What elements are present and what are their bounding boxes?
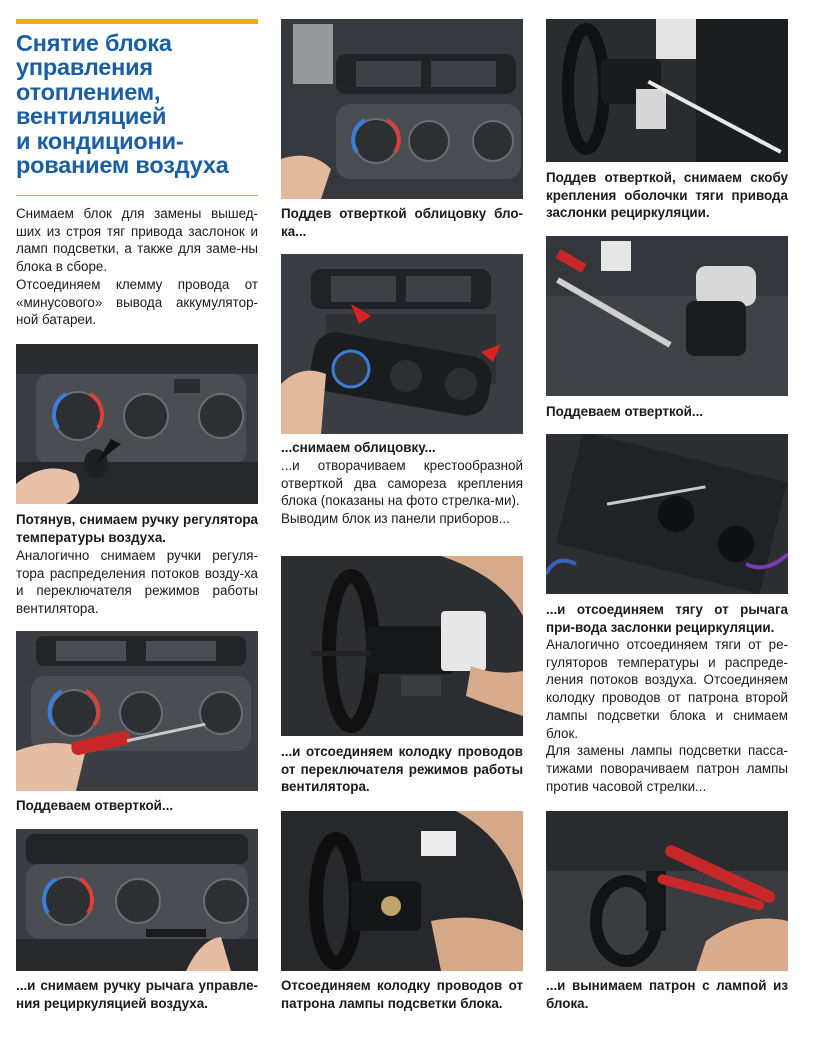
- caption-3-title: ...и снимаем ручку рычага управле-ния ре…: [16, 978, 258, 1011]
- photo-fan-switch-connector: [281, 556, 523, 736]
- title-top-rule: [16, 19, 258, 24]
- caption-5-title: ...снимаем облицовку...: [281, 440, 436, 455]
- photo-remove-temp-knob: [16, 344, 258, 504]
- caption-11-title: ...и вынимаем патрон с лампой из блока.: [546, 978, 788, 1011]
- title-bottom-rule: [16, 195, 258, 196]
- caption-7-title: Отсоединяем колодку проводов от патрона …: [281, 978, 523, 1011]
- caption-6-title: ...и отсоединяем колодку проводов от пер…: [281, 744, 523, 795]
- intro-paragraph: Снимаем блок для замены вышед-ших из стр…: [16, 206, 258, 275]
- title-line: вентиляцией: [16, 103, 167, 130]
- photo-recirc-lever-knob: [16, 829, 258, 971]
- caption-1-title: Потянув, снимаем ручку регулятора темпер…: [16, 512, 258, 545]
- page-title: Снятие блока управления отоплением, вент…: [16, 31, 256, 177]
- caption-5-paragraph: Выводим блок из панели приборов...: [281, 511, 510, 527]
- caption-10-paragraph: Аналогично отсоединяем тяги от ре-гулято…: [546, 637, 788, 741]
- title-line: рованием воздуха: [16, 152, 229, 179]
- caption-10-text: Аналогично отсоединяем тяги от ре-гулято…: [546, 636, 788, 795]
- caption-1-text: Аналогично снимаем ручки регуля-тора рас…: [16, 548, 258, 617]
- intro-text: Снимаем блок для замены вышед-ших из стр…: [16, 205, 258, 329]
- caption-8-title: Поддев отверткой, снимаем скобу креплени…: [546, 170, 788, 221]
- title-line: отоплением,: [16, 78, 161, 105]
- caption-4-title: Поддев отверткой облицовку бло-ка...: [281, 206, 523, 239]
- photo-pry-rod: [546, 236, 788, 396]
- photo-lamp-connector: [281, 811, 523, 971]
- caption-10-paragraph: Для замены лампы подсветки пасса-тижами …: [546, 743, 788, 794]
- photo-recirc-cable-clip: [546, 19, 788, 162]
- title-line: и кондициони-: [16, 127, 184, 154]
- photo-remove-lamp-holder: [546, 811, 788, 971]
- caption-10-title: ...и отсоединяем тягу от рычага при-вода…: [546, 602, 788, 635]
- caption-2-title: Поддеваем отверткой...: [16, 798, 174, 813]
- caption-9-title: Поддеваем отверткой...: [546, 404, 704, 419]
- caption-5-paragraph: ...и отворачиваем крестообразной отвертк…: [281, 458, 523, 509]
- title-line: Снятие блока: [16, 30, 172, 56]
- title-line: управления: [16, 54, 153, 81]
- intro-paragraph: Отсоединяем клемму провода от «минусовог…: [16, 276, 258, 328]
- photo-pry-screwdriver: [16, 631, 258, 791]
- photo-detach-rod: [546, 434, 788, 594]
- photo-remove-trim-panel: [281, 254, 523, 434]
- photo-pry-trim: [281, 19, 523, 199]
- caption-5-text: ...и отворачиваем крестообразной отвертк…: [281, 457, 523, 528]
